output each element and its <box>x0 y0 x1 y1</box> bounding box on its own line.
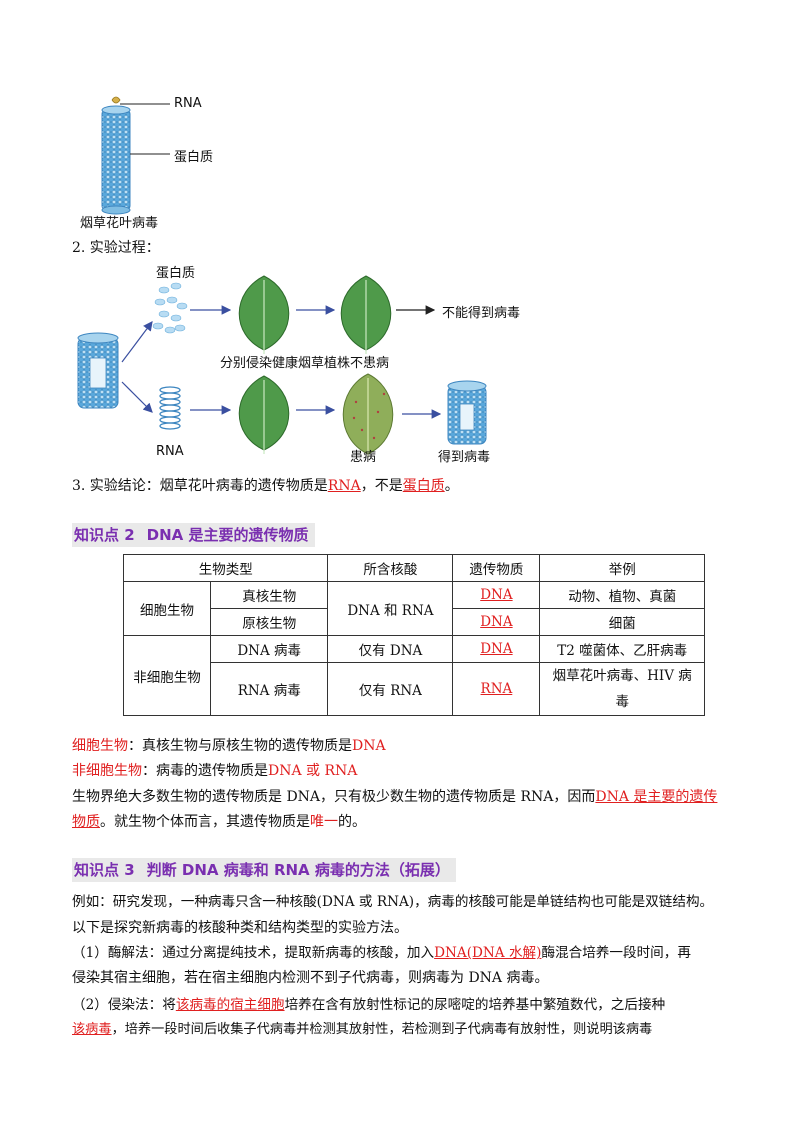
table-row: 细胞生物 真核生物 DNA 和 RNA DNA 动物、植物、真菌 <box>123 581 705 636</box>
table-cell: 仅有 RNA <box>327 662 454 716</box>
no-disease-label: 不患病 <box>350 356 390 371</box>
method-enzyme: （1）酶解法：通过分离提纯技术，提取新病毒的核酸，加入DNA(DNA 水解)酶混… <box>72 945 691 961</box>
methods-intro-1: 例如：研究发现，一种病毒只含一种核酸(DNA 或 RNA)，病毒的核酸可能是单链… <box>72 894 714 910</box>
diseased-leaf-icon <box>342 373 394 458</box>
table-cell: 仅有 DNA <box>327 635 454 663</box>
rna-coil-icon <box>159 386 181 430</box>
table-row: 非细胞生物 DNA 病毒 仅有 DNA DNA T2 噬菌体、乙肝病毒 <box>123 635 705 716</box>
note-main-material: 生物界绝大多数生物的遗传物质是 DNA，只有极少数生物的遗传物质是 RNA，因而… <box>72 789 718 805</box>
tmv-structure-figure: RNA 蛋白质 <box>90 92 270 232</box>
protein-particles-icon <box>152 282 188 334</box>
answer-protein: 蛋白质 <box>402 478 445 494</box>
method-infection-2: 该病毒，培养一段时间后收集子代病毒并检测其放射性，若检测到子代病毒有放射性，则说… <box>72 1022 653 1037</box>
tmv-virus-icon <box>77 332 119 409</box>
protein-label: 蛋白质 <box>156 266 196 281</box>
table-header: 举例 <box>539 554 705 582</box>
get-virus-label: 得到病毒 <box>438 450 491 465</box>
table-cell: RNA <box>452 662 541 716</box>
table-cell: DNA 病毒 <box>209 635 329 663</box>
rna-label: RNA <box>156 444 184 459</box>
table-cell: 细胞生物 <box>123 581 211 636</box>
experiment-figure: 蛋白质 分别侵染健康烟草植株 不患病 不能得到病毒 RNA 患病 得到病毒 <box>72 262 532 468</box>
methods-intro-2: 以下是探究新病毒的核酸种类和结构类型的实验方法。 <box>72 920 408 936</box>
infect-label: 分别侵染健康烟草植株 <box>220 356 351 371</box>
table-cell: DNA <box>452 608 541 636</box>
healthy-leaf-icon <box>340 275 392 354</box>
table-cell: DNA <box>452 635 541 663</box>
table-cell: 细菌 <box>539 608 705 636</box>
experiment-diagram <box>77 275 487 458</box>
note-acellular: 非细胞生物：病毒的遗传物质是DNA 或 RNA <box>72 763 358 779</box>
table-cell: DNA <box>452 581 541 609</box>
table-header-row: 生物类型 所含核酸 遗传物质 举例 <box>122 554 705 582</box>
answer-rna: RNA <box>327 478 361 494</box>
table-header: 生物类型 <box>122 554 329 582</box>
note-main-material-2: 物质。就生物个体而言，其遗传物质是唯一的。 <box>72 814 366 830</box>
no-virus-label: 不能得到病毒 <box>442 306 521 321</box>
table-row: RNA 病毒 仅有 RNA RNA 烟草花叶病毒、HIV 病毒 <box>124 662 705 716</box>
table-cell: 非细胞生物 <box>123 635 211 716</box>
table-header: 所含核酸 <box>327 554 454 582</box>
table-cell: 原核生物 <box>209 608 329 636</box>
disease-label: 患病 <box>350 450 377 465</box>
table-cell: T2 噬菌体、乙肝病毒 <box>539 635 705 663</box>
offspring-virus-icon <box>447 380 487 445</box>
section-2-title: 2. 实验过程： <box>72 240 160 256</box>
experiment-conclusion: 3. 实验结论：烟草花叶病毒的遗传物质是RNA，不是蛋白质。 <box>72 478 459 494</box>
method-enzyme-2: 侵染其宿主细胞，若在宿主细胞内检测不到子代病毒，则病毒为 DNA 病毒。 <box>72 970 549 986</box>
table-cell: 烟草花叶病毒、HIV 病毒 <box>539 662 705 716</box>
healthy-leaf-icon <box>238 275 290 354</box>
tmv-rod-icon <box>101 96 170 215</box>
table-cell: 动物、植物、真菌 <box>539 581 705 609</box>
protein-label: 蛋白质 <box>174 150 214 165</box>
genetic-material-table: 生物类型 所含核酸 遗传物质 举例 细胞生物 真核生物 DNA 和 RNA DN… <box>122 554 705 716</box>
healthy-leaf-icon <box>238 375 290 454</box>
rna-label: RNA <box>174 96 202 111</box>
table-cell: DNA 和 RNA <box>327 581 454 636</box>
table-header: 遗传物质 <box>452 554 541 582</box>
tmv-caption: 烟草花叶病毒 <box>80 216 159 231</box>
table-cell: RNA 病毒 <box>209 662 329 716</box>
method-infection: （2）侵染法：将该病毒的宿主细胞培养在含有放射性标记的尿嘧啶的培养基中繁殖数代，… <box>72 997 666 1013</box>
note-cellular: 细胞生物：真核生物与原核生物的遗传物质是DNA <box>72 738 386 754</box>
table-cell: 真核生物 <box>209 581 329 609</box>
